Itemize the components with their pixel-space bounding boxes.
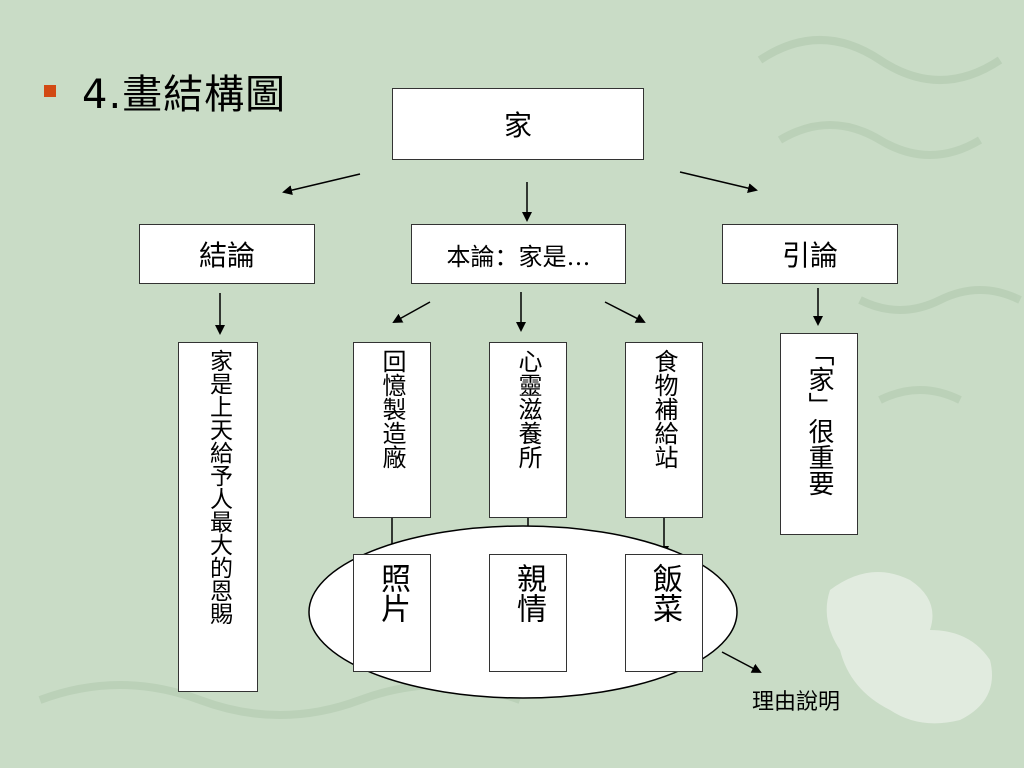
body-topic-2-text: 心靈滋養所: [514, 349, 542, 469]
reason-1-text: 照片: [375, 563, 410, 623]
arrow-body-to-topic1: [392, 301, 431, 323]
arrow-body-to-topic3: [604, 301, 646, 323]
slide-title: 4.畫結構圖: [82, 72, 287, 118]
intro-detail-node: 「家」很重要: [780, 333, 858, 535]
root-node: 家: [392, 88, 644, 160]
conclusion-detail-node: 家是上天給予人最大的恩賜: [178, 342, 258, 692]
body-topic-1: 回憶製造廠: [353, 342, 431, 518]
arrow-to-reason-note: [721, 651, 762, 673]
conclusion-detail-text: 家是上天給予人最大的恩賜: [205, 349, 232, 625]
conclusion-node: 結論: [139, 224, 315, 284]
reason-3-text: 飯菜: [647, 563, 682, 623]
body-node: 本論：家是…: [411, 224, 626, 284]
reason-2: 親情: [489, 554, 567, 672]
reason-2-text: 親情: [511, 563, 546, 623]
body-topic-3: 食物補給站: [625, 342, 703, 518]
body-topic-1-text: 回憶製造廠: [378, 349, 406, 469]
body-topic-3-text: 食物補給站: [650, 349, 678, 469]
body-node-label: 本論：家是…: [446, 242, 591, 271]
intro-node: 引論: [722, 224, 898, 284]
arrow-root-to-conclusion: [282, 173, 361, 196]
intro-node-label: 引論: [781, 239, 838, 272]
dragon-emblem-icon: [826, 572, 992, 724]
intro-detail-text: 「家」很重要: [804, 340, 834, 496]
reason-note-label: 理由說明: [752, 690, 841, 715]
arrow-root-to-intro: [679, 171, 758, 194]
bullet-square-icon: [44, 85, 56, 97]
conclusion-node-label: 結論: [198, 239, 255, 272]
slide-title-row: 4.畫結構圖: [44, 62, 286, 120]
reason-1: 照片: [353, 554, 431, 672]
body-topic-2: 心靈滋養所: [489, 342, 567, 518]
reason-3: 飯菜: [625, 554, 703, 672]
root-node-label: 家: [503, 109, 532, 142]
